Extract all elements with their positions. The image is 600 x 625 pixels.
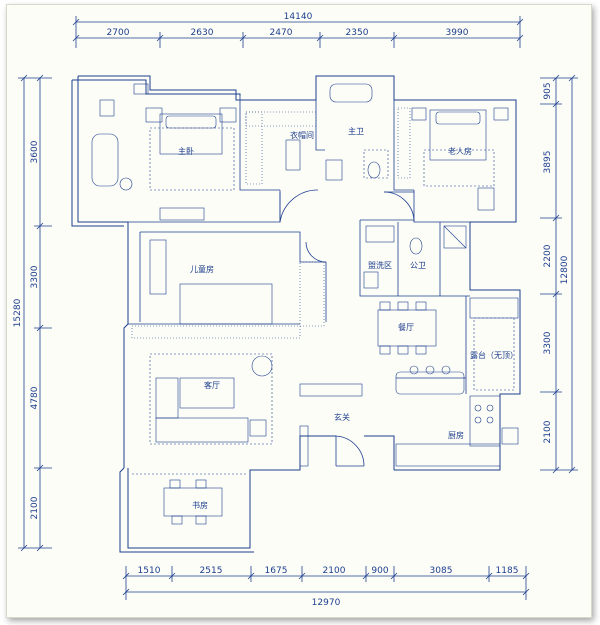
dimension-lines: 14140 2700 2630 2470 2350 3990 1510 2515…: [13, 12, 578, 608]
room-label-balcony: 露台（无顶）: [470, 350, 518, 360]
room-labels: 主卧 衣帽间 主卫 老人房 儿童房 盥洗区 公卫 餐厅 露台（无顶） 客厅 玄关…: [178, 126, 518, 510]
dim-bottom-4: 2100: [323, 566, 346, 576]
dim-right-total: 12800: [560, 255, 570, 284]
dim-left-3: 4780: [30, 386, 40, 409]
room-label-laundry: 盥洗区: [368, 260, 392, 270]
room-label-walk-in-closet: 衣帽间: [290, 130, 314, 140]
dim-left-total: 15280: [13, 298, 23, 327]
dim-top-1: 2700: [107, 28, 130, 38]
dim-right-1: 905: [543, 82, 553, 99]
dim-right-5: 2100: [543, 420, 553, 443]
dim-bottom-3: 1675: [265, 566, 288, 576]
dim-left-2: 3300: [30, 265, 40, 288]
room-label-study: 书房: [192, 500, 208, 510]
dim-top-total: 14140: [284, 12, 313, 22]
dim-bottom-6: 3085: [430, 566, 453, 576]
dim-top-4: 2350: [346, 28, 369, 38]
room-label-master-bedroom: 主卧: [178, 146, 194, 156]
right-ticks: [540, 74, 578, 474]
room-label-public-bath: 公卫: [410, 261, 426, 270]
room-label-kitchen: 厨房: [448, 430, 464, 440]
left-ticks: [18, 74, 52, 552]
dim-top-2: 2630: [191, 28, 214, 38]
top-ticks: [72, 16, 524, 48]
drawing-sheet: [6, 4, 592, 618]
bottom-ticks: [122, 566, 530, 600]
dim-bottom-2: 2515: [200, 566, 223, 576]
room-label-dining: 餐厅: [398, 323, 414, 332]
dim-right-3: 2200: [543, 244, 553, 267]
dim-bottom-5: 900: [371, 566, 388, 576]
room-label-living-room: 客厅: [204, 380, 220, 390]
outer-walls: [71, 75, 521, 553]
dim-top-3: 2470: [270, 28, 293, 38]
room-label-entrance: 玄关: [334, 412, 350, 422]
dim-bottom-1: 1510: [138, 566, 161, 576]
dim-bottom-total: 12970: [312, 598, 341, 608]
dim-left-4: 2100: [30, 496, 40, 519]
dim-bottom-7: 1185: [496, 566, 519, 576]
doors: [279, 189, 415, 467]
dim-right-4: 3300: [543, 331, 553, 354]
furniture: [91, 83, 519, 525]
dim-top-5: 3990: [446, 28, 469, 38]
dim-left-1: 3600: [30, 140, 40, 163]
dim-right-2: 3895: [543, 151, 553, 174]
room-label-master-bath: 主卫: [348, 126, 364, 136]
room-label-elder-room: 老人房: [448, 146, 472, 156]
interior-walls: [128, 96, 470, 394]
room-label-kids-room: 儿童房: [190, 264, 214, 274]
